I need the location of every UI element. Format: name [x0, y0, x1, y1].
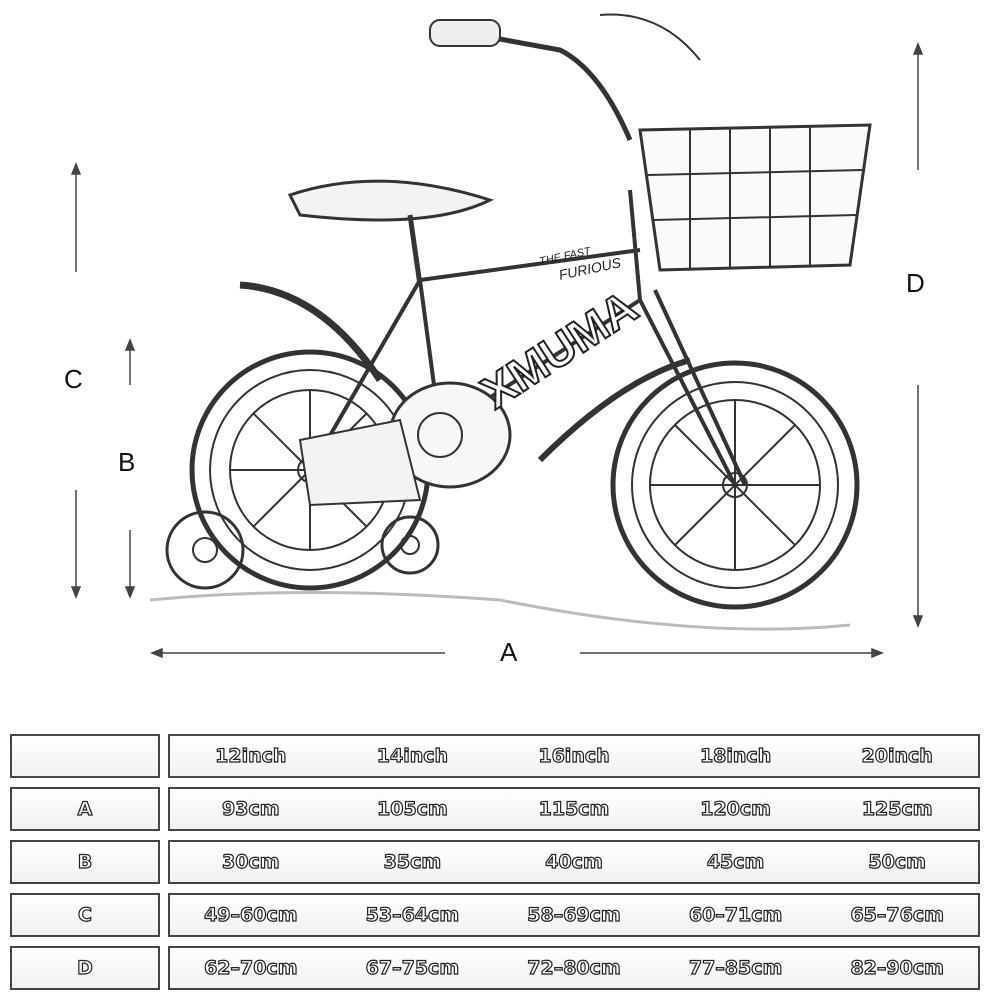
table-cell: 82–90cm: [850, 956, 945, 979]
chain-guard: [298, 381, 512, 507]
header-size-12: 12inch: [215, 744, 287, 767]
table-cell: 105cm: [376, 797, 448, 820]
table-cell: 67–75cm: [365, 956, 460, 979]
table-cell: 72–80cm: [527, 956, 622, 979]
row-values: 62–70cm 67–75cm 72–80cm 77–85cm 82–90cm: [168, 946, 980, 990]
arrow-d: [912, 41, 924, 629]
bike-illustration: THE FAST FURIOUS XMUMA: [70, 13, 924, 659]
table-cell: 115cm: [538, 797, 610, 820]
table-cell: 49–60cm: [203, 903, 298, 926]
table-cell: 77–85cm: [688, 956, 783, 979]
bike-diagram: THE FAST FURIOUS XMUMA: [64, 13, 925, 667]
table-cell: 62–70cm: [203, 956, 298, 979]
table-header-row: 12inch 14inch 16inch 18inch 20inch: [10, 734, 980, 778]
table-row: B 30cm 35cm 40cm 45cm 50cm: [10, 840, 980, 884]
front-basket: [638, 123, 872, 272]
table-row: D 62–70cm 67–75cm 72–80cm 77–85cm 82–90c…: [10, 946, 980, 990]
table-cell: 58–69cm: [527, 903, 622, 926]
row-values: 49–60cm 53–64cm 58–69cm 60–71cm 65–76cm: [168, 893, 980, 937]
table-row: A 93cm 105cm 115cm 120cm 125cm: [10, 787, 980, 831]
table-cell: 60–71cm: [688, 903, 783, 926]
dimension-label-d: D: [906, 268, 925, 298]
arrow-b: [124, 337, 136, 600]
table-cell: 125cm: [861, 797, 933, 820]
table-header-values: 12inch 14inch 16inch 18inch 20inch: [168, 734, 980, 778]
arrow-a: [149, 647, 885, 659]
header-size-20: 20inch: [861, 744, 933, 767]
dimension-arrows: [70, 41, 924, 659]
training-wheel-left: [165, 510, 245, 590]
training-wheel-right: [380, 515, 440, 575]
table-header-label-cell: [10, 734, 160, 778]
table-cell: 30cm: [221, 850, 280, 873]
dimension-label-a: A: [500, 637, 518, 667]
row-values: 30cm 35cm 40cm 45cm 50cm: [168, 840, 980, 884]
size-table: 12inch 14inch 16inch 18inch 20inch A 93c…: [10, 734, 980, 999]
seat: [287, 179, 494, 222]
table-cell: 50cm: [868, 850, 927, 873]
table-cell: 40cm: [545, 850, 604, 873]
row-values: 93cm 105cm 115cm 120cm 125cm: [168, 787, 980, 831]
ground-shadow: [149, 591, 851, 631]
header-size-18: 18inch: [699, 744, 772, 767]
dimension-label-b: B: [118, 447, 136, 477]
row-label: C: [10, 893, 160, 937]
table-cell: 120cm: [700, 797, 772, 820]
rear-fender: [239, 281, 383, 382]
row-label: D: [10, 946, 160, 990]
table-cell: 93cm: [221, 797, 280, 820]
row-label: B: [10, 840, 160, 884]
table-row: C 49–60cm 53–64cm 58–69cm 60–71cm 65–76c…: [10, 893, 980, 937]
arrow-c: [70, 161, 82, 600]
table-cell: 53–64cm: [365, 903, 460, 926]
frame-brand-text: XMUMA: [472, 280, 646, 418]
table-cell: 45cm: [706, 850, 765, 873]
row-label: A: [10, 787, 160, 831]
header-size-14: 14inch: [376, 744, 449, 767]
table-cell: 65–76cm: [850, 903, 945, 926]
front-fender: [537, 357, 691, 463]
table-cell: 35cm: [383, 850, 442, 873]
handlebar: [449, 27, 633, 141]
dimension-label-c: C: [64, 364, 83, 394]
header-size-16: 16inch: [538, 744, 610, 767]
